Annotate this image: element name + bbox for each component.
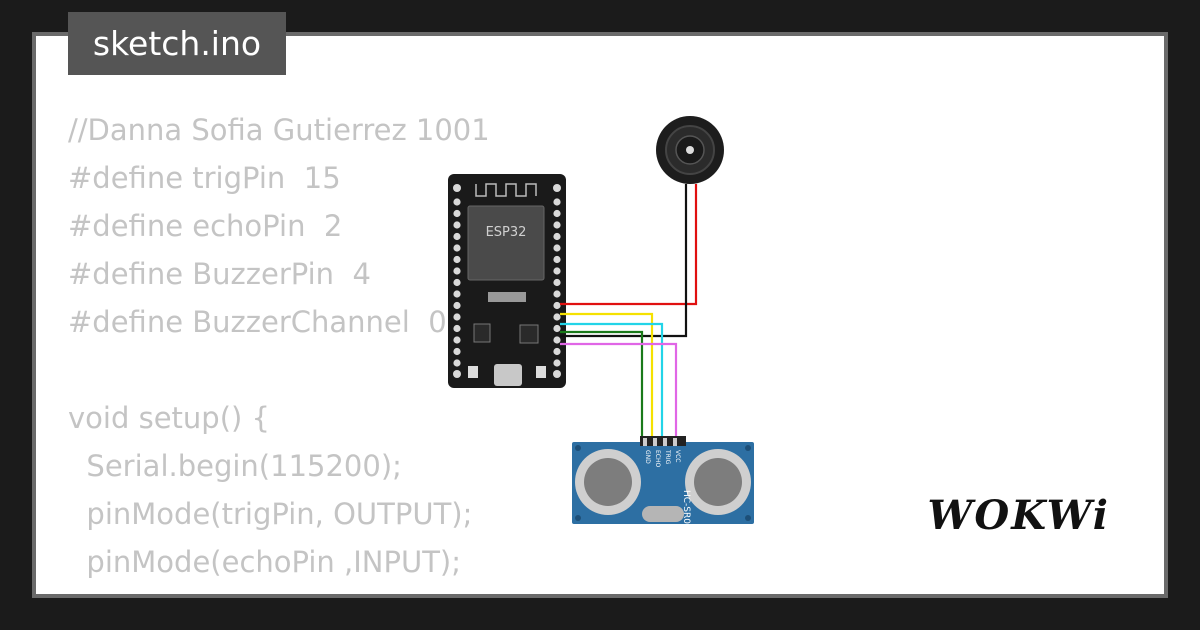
pin-label-trig: TRIG [664,449,671,465]
code-line: void setup() { [68,401,270,435]
code-line: //Danna Sofia Gutierrez 1001 [68,113,490,147]
circuit-diagram: ESP32 [448,116,754,530]
code-line: pinMode(trigPin, OUTPUT); [68,497,473,531]
ultrasonic-sensor: GND ECHO TRIG VCC HC-SR04 [572,436,754,530]
preview-card: //Danna Sofia Gutierrez 1001 #define trig… [32,32,1168,598]
wokwi-logo: WOKWi [927,492,1110,539]
code-line: #define trigPin 15 [68,161,341,195]
esp32-board: ESP32 [448,174,566,388]
pin-label-echo: ECHO [654,450,661,467]
code-line: ledcAttachPin(BuzzerPin, OUTPUT); [68,586,595,594]
pin-label-gnd: GND [644,450,651,464]
sensor-model-label: HC-SR04 [681,490,691,530]
file-tab-title[interactable]: sketch.ino [68,12,286,75]
code-line: pinMode(echoPin ,INPUT); [68,545,462,579]
wires [560,184,698,444]
code-line: #define BuzzerPin 4 [68,257,371,291]
buzzer [656,116,724,184]
code-line: #define BuzzerChannel 0 [68,305,447,339]
code-line: #define echoPin 2 [68,209,343,243]
code-preview: //Danna Sofia Gutierrez 1001 #define trig… [68,106,595,594]
chip-label: ESP32 [486,225,527,240]
pin-label-vcc: VCC [674,450,681,462]
code-line: Serial.begin(115200); [68,449,402,483]
